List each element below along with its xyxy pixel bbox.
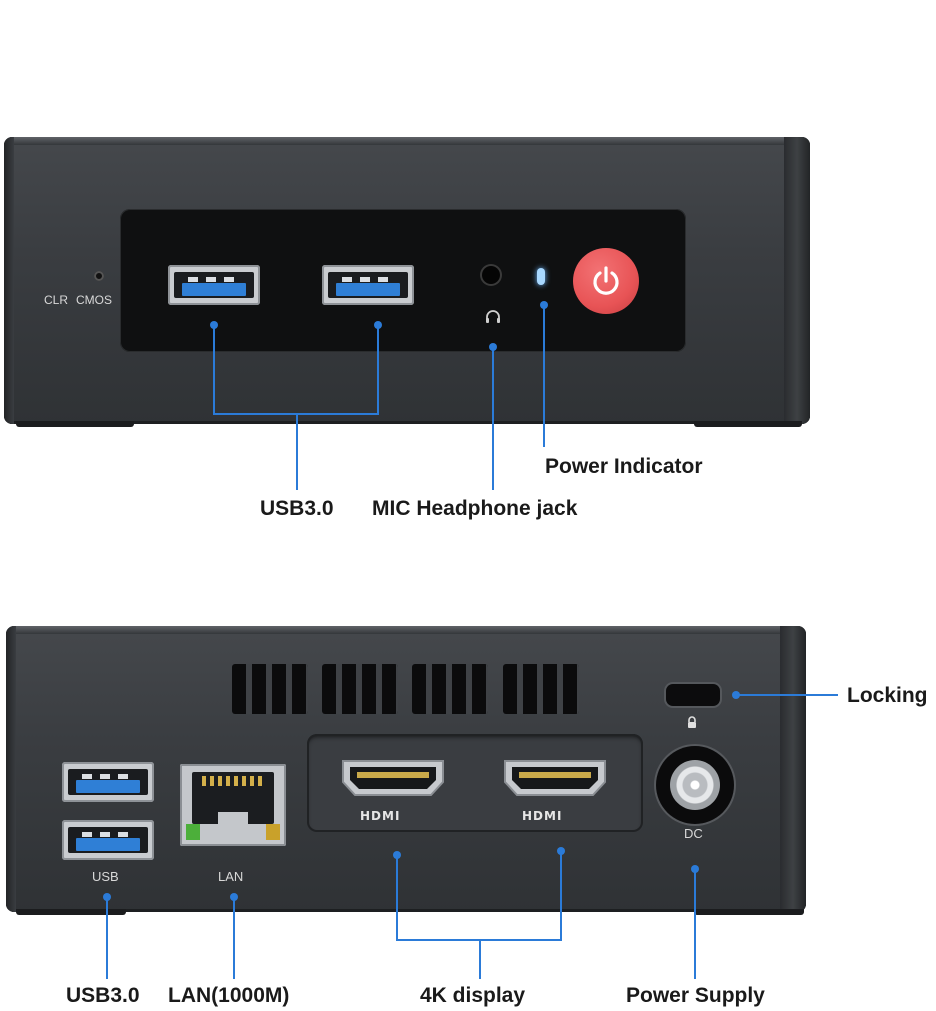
headphone-jack-icon [482, 266, 500, 284]
hdmi-2-label: HDMI [522, 809, 563, 823]
hdmi-port-2 [504, 760, 606, 796]
power-indicator-callout: Power Indicator [545, 455, 703, 478]
lan-label: LAN [218, 869, 244, 884]
vent-3 [412, 664, 488, 714]
lock-icon [688, 716, 696, 728]
rear-right-side [780, 626, 806, 912]
dc-jack [656, 746, 734, 824]
lan-notch [218, 812, 248, 826]
locking-callout: Locking [847, 684, 928, 707]
cmos-label: CMOS [76, 293, 112, 307]
front-right-side [784, 137, 810, 424]
lan-led-left [186, 824, 200, 840]
lan-led-right [266, 824, 280, 840]
lock-line [736, 694, 838, 696]
power-supply-callout: Power Supply [626, 984, 765, 1007]
power-indicator-led [537, 268, 545, 285]
hdmi1-line [396, 855, 398, 940]
rear-top-edge [6, 626, 806, 634]
rear-foot-right [694, 909, 804, 915]
hdmi-port-1 [342, 760, 444, 796]
lan-port [180, 764, 286, 846]
dc-jack-ring [670, 760, 720, 810]
lan-line [233, 897, 235, 979]
front-usb-callout: USB3.0 [260, 497, 334, 520]
front-foot-left [16, 421, 134, 427]
headphone-line [492, 347, 494, 490]
rear-usb-callout: USB3.0 [66, 984, 140, 1007]
front-left-side [4, 137, 14, 424]
power-icon [593, 266, 619, 295]
vent-1 [232, 664, 308, 714]
lan-pins [202, 776, 264, 786]
mic-headphone-callout: MIC Headphone jack [372, 497, 578, 520]
headset-icon [486, 310, 500, 323]
dc-line [694, 869, 696, 979]
vent-2 [322, 664, 398, 714]
lan-callout: LAN(1000M) [168, 984, 290, 1007]
hdmi2-line [560, 851, 562, 940]
hdmi-1-label: HDMI [360, 809, 401, 823]
front-usb-stem-line [296, 413, 298, 490]
front-usb2-line [377, 325, 379, 414]
hdmi-stem-line [479, 939, 481, 979]
rear-left-side [6, 626, 16, 912]
front-top-edge [4, 137, 810, 145]
rear-usb-line [106, 897, 108, 979]
kensington-lock-slot [666, 684, 720, 706]
rear-usb-label: USB [92, 869, 119, 884]
rear-usb-port-1 [62, 762, 154, 802]
front-usb-port-2 [322, 265, 414, 305]
front-usb-port-1 [168, 265, 260, 305]
display-callout: 4K display [420, 984, 526, 1007]
front-foot-right [694, 421, 802, 427]
clr-label: CLR [44, 293, 69, 307]
rear-foot-left [16, 909, 126, 915]
clr-cmos-pinhole-icon [94, 271, 104, 281]
vent-4 [503, 664, 579, 714]
front-usb1-line [213, 325, 215, 414]
dc-label: DC [684, 826, 703, 841]
rear-usb-port-2 [62, 820, 154, 860]
power-indicator-line [543, 305, 545, 447]
